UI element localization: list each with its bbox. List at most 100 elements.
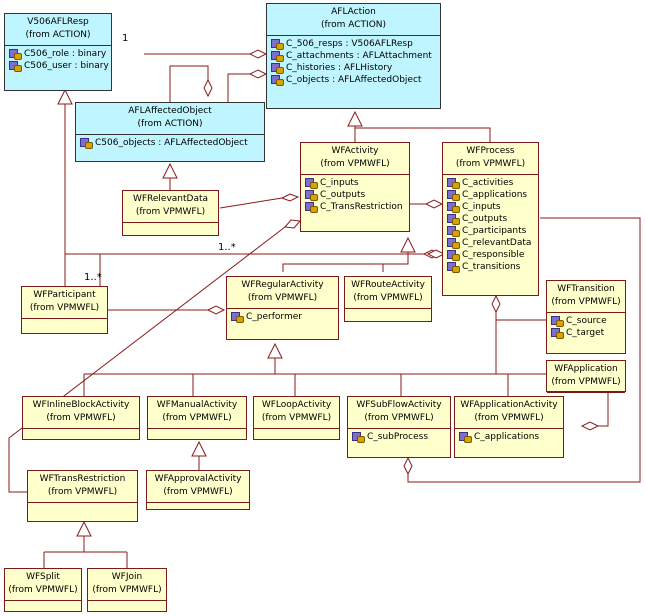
attribute-label: C_performer [246, 312, 302, 322]
class-attributes [23, 429, 139, 441]
class-v506aflresp[interactable]: V506AFLResp(from ACTION)C506_role : bina… [4, 13, 112, 91]
class-wfapplication[interactable]: WFApplication(from VPMWFL) [546, 360, 626, 393]
class-name: WFInlineBlockActivity [32, 400, 130, 410]
class-package: (from VPMWFL) [162, 413, 232, 423]
class-wfsubflowactivity[interactable]: WFSubFlowActivity (from VPMWFL) C_subProce… [347, 396, 451, 458]
class-name: WFRelevantData [132, 194, 209, 204]
class-header: WFApprovalActivity(from VPMWFL) [147, 471, 249, 503]
class-attribute[interactable]: C506_objects : AFLAffectedObject [79, 137, 261, 149]
class-attribute[interactable]: C_inputs [304, 177, 406, 189]
class-aflaffectedobject[interactable]: AFLAffectedObject(from ACTION) C506_objec… [75, 102, 265, 162]
class-header: WFJoin (from VPMWFL) [88, 569, 166, 601]
class-attribute[interactable]: C_transitions [446, 261, 535, 273]
class-wfregularactivity[interactable]: WFRegularActivity(from VPMWFL)C_performe… [226, 276, 339, 340]
attribute-label: C_506_resps : V506AFLResp [286, 39, 413, 49]
class-header: WFSplit (from VPMWFL) [5, 569, 81, 601]
attribute-key-icon [550, 315, 564, 327]
attribute-key-icon [304, 177, 318, 189]
class-wfloopactivity[interactable]: WFLoopActivity (from VPMWFL) [253, 396, 340, 440]
class-name: WFLoopActivity [261, 400, 332, 410]
class-package: (from VPMWFL) [29, 303, 100, 313]
class-attribute[interactable]: C_source [550, 315, 622, 327]
class-attribute[interactable]: C_TransRestriction [304, 201, 406, 213]
class-attribute[interactable]: C_applications [458, 431, 560, 443]
class-header: AFLAffectedObject(from ACTION) [76, 103, 264, 135]
class-name: WFSubFlowActivity [356, 400, 442, 410]
class-attribute[interactable]: C_outputs [446, 213, 535, 225]
class-package: (from VPMWFL) [320, 159, 390, 169]
class-name: WFParticipant [33, 290, 96, 300]
affected-aflaction-link [169, 65, 209, 102]
attribute-label: C_histories : AFLHistory [286, 63, 393, 73]
multiplicity-participant-many: 1..* [84, 272, 102, 283]
class-package: (from VPMWFL) [247, 293, 318, 303]
class-name: WFJoin [111, 572, 143, 582]
class-attributes [147, 503, 249, 515]
attribute-key-icon [270, 38, 284, 50]
class-name: WFSplit [26, 572, 60, 582]
class-attribute[interactable]: C_relevantData [446, 237, 535, 249]
class-aflaction[interactable]: AFLAction(from ACTION)C_506_resps : V506… [266, 3, 441, 109]
class-package: (from VPMWFL) [92, 585, 162, 595]
attribute-key-icon [446, 249, 460, 261]
class-wfapprovalactivity[interactable]: WFApprovalActivity(from VPMWFL) [146, 470, 250, 510]
attribute-key-icon [550, 327, 564, 339]
attribute-label: C_relevantData [462, 238, 532, 248]
class-wfrelevantdata[interactable]: WFRelevantData(from VPMWFL) [122, 190, 219, 236]
class-attribute[interactable]: C_participants [446, 225, 535, 237]
class-attribute[interactable]: C506_role : binary [8, 48, 108, 60]
attribute-label: C_applications [474, 432, 540, 442]
class-attribute[interactable]: C_histories : AFLHistory [270, 62, 437, 74]
class-attribute[interactable]: C_activities [446, 177, 535, 189]
class-attribute[interactable]: C_attachments : AFLAttachment [270, 50, 437, 62]
class-attribute[interactable]: C_506_resps : V506AFLResp [270, 38, 437, 50]
class-wfapplicationactivity[interactable]: WFApplicationActivity(from VPMWFL)C_appl… [454, 396, 564, 458]
attribute-label: C_objects : AFLAffectedObject [286, 75, 422, 85]
class-attribute[interactable]: C506_user : binary [8, 60, 109, 72]
class-name: WFActivity [331, 146, 379, 156]
class-wfparticipant[interactable]: WFParticipant (from VPMWFL) [21, 286, 108, 334]
attribute-key-icon [304, 201, 318, 213]
class-package: (from VPMWFL) [8, 585, 78, 595]
class-wfsplit[interactable]: WFSplit (from VPMWFL) [4, 568, 82, 612]
attribute-label: C506_role : binary [24, 49, 107, 59]
class-name: WFProcess [466, 146, 515, 156]
class-name: WFApplicationActivity [460, 400, 558, 410]
class-attribute[interactable]: C_objects : AFLAffectedObject [270, 74, 437, 86]
class-attributes [148, 429, 246, 441]
attribute-key-icon [304, 189, 318, 201]
class-package: (from VPMWFL) [551, 377, 621, 387]
class-attribute[interactable]: C_performer [230, 311, 335, 323]
class-attribute[interactable]: C_outputs [304, 189, 406, 201]
class-attribute[interactable]: C_subProcess [351, 431, 447, 443]
class-attribute[interactable]: C_target [550, 327, 622, 339]
class-attribute[interactable]: C_inputs [446, 201, 535, 213]
class-package: (from VPMWFL) [163, 487, 233, 497]
class-wfinlineblockactivity[interactable]: WFInlineBlockActivity(from VPMWFL) [22, 396, 140, 440]
class-wfjoin[interactable]: WFJoin (from VPMWFL) [87, 568, 167, 612]
attribute-label: C_outputs [462, 214, 508, 224]
class-package: (from ACTION) [25, 30, 91, 40]
class-package: (from VPMWFL) [364, 413, 434, 423]
class-attributes [88, 601, 166, 613]
attribute-key-icon [8, 60, 22, 72]
class-wfmanualactivity[interactable]: WFManualActivity(from VPMWFL) [147, 396, 247, 440]
class-wfrouteactivity[interactable]: WFRouteActivity(from VPMWFL) [344, 276, 432, 322]
class-package: (from VPMWFL) [261, 413, 332, 423]
class-attributes: C_performer [227, 309, 338, 325]
class-wftransrestriction[interactable]: WFTransRestriction(from VPMWFL) [27, 470, 138, 522]
class-header: WFRouteActivity(from VPMWFL) [345, 277, 431, 309]
class-attribute[interactable]: C_applications [446, 189, 535, 201]
class-attributes: C_subProcess [348, 429, 450, 445]
class-attribute[interactable]: C_responsible [446, 249, 535, 261]
attribute-label: C506_user : binary [24, 61, 109, 71]
class-header: WFApplication(from VPMWFL) [547, 361, 625, 393]
class-header: WFTransition(from VPMWFL) [547, 281, 625, 313]
